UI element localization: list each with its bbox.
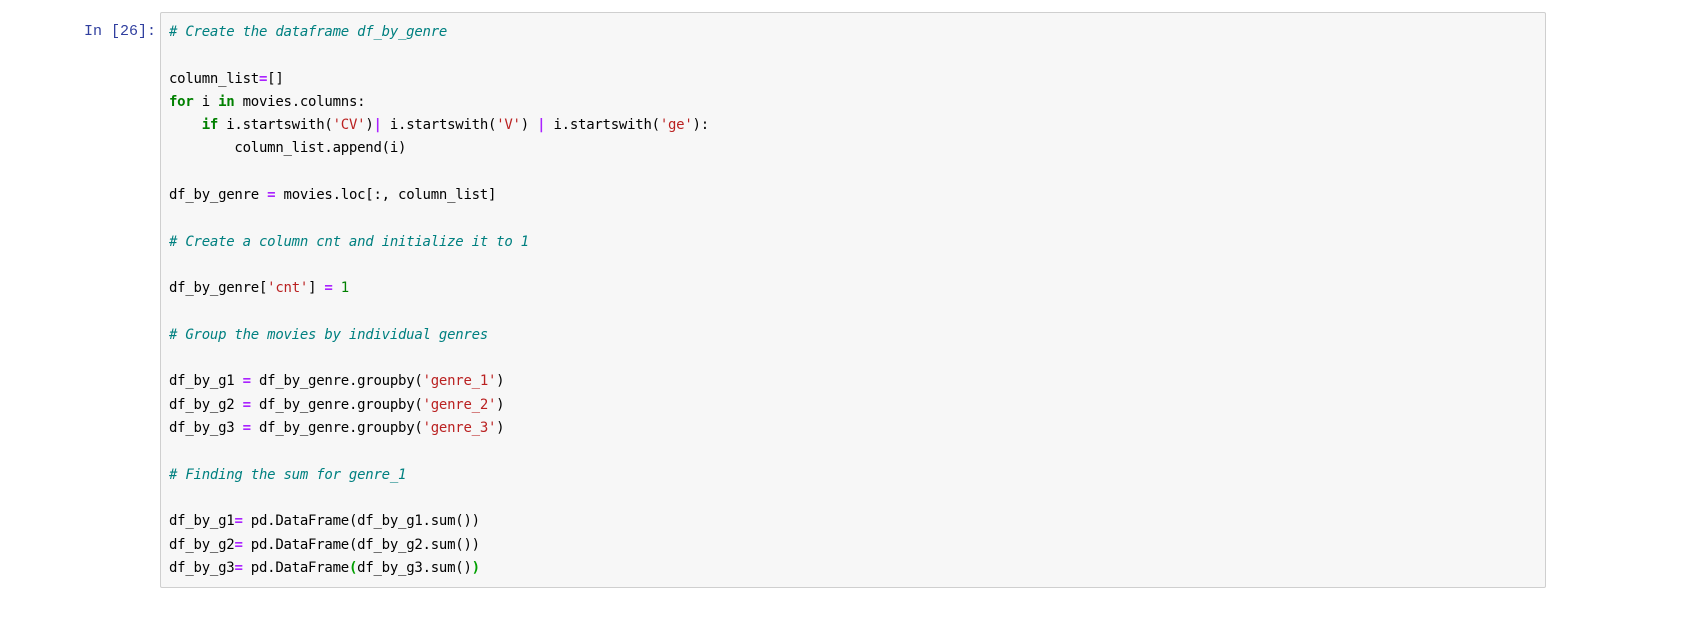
code-line: df_by_g2 = df_by_genre.groupby('genre_2'… — [169, 394, 709, 417]
code-string: 'CV' — [332, 117, 366, 134]
code-string: 'V' — [496, 117, 521, 134]
code-operator: = — [242, 396, 251, 413]
code-operator: = — [234, 559, 243, 576]
code-string: 'genre_1' — [422, 373, 497, 390]
code-string: 'cnt' — [267, 280, 309, 297]
code-text: ] — [308, 280, 325, 297]
code-text: ) — [496, 396, 505, 413]
input-prompt: In [26]: — [83, 23, 156, 40]
code-keyword: for — [169, 93, 194, 110]
code-operator: = — [234, 513, 243, 530]
code-text: [] — [267, 70, 284, 87]
code-text: df_by_g3 — [169, 420, 243, 437]
code-line: df_by_g2= pd.DataFrame(df_by_g2.sum()) — [169, 534, 709, 557]
code-text: df_by_g3.sum() — [357, 559, 472, 576]
code-line: # Create the dataframe df_by_genre — [169, 21, 709, 44]
code-text: ) — [520, 117, 538, 134]
code-line: for i in movies.columns: — [169, 91, 709, 114]
code-operator: = — [267, 187, 276, 204]
code-line — [169, 301, 709, 324]
code-number: 1 — [340, 280, 349, 297]
code-editor[interactable]: # Create the dataframe df_by_genre colum… — [169, 21, 709, 580]
code-line: # Create a column cnt and initialize it … — [169, 231, 709, 254]
code-line: df_by_genre = movies.loc[:, column_list] — [169, 184, 709, 207]
code-text: i.startswith( — [381, 117, 497, 134]
code-text — [333, 280, 341, 296]
code-comment: # Finding the sum for genre_1 — [169, 466, 407, 483]
code-text: pd.DataFrame — [242, 559, 349, 576]
code-text: ) — [496, 373, 505, 390]
code-line: column_list=[] — [169, 68, 709, 91]
code-line: df_by_g3 = df_by_genre.groupby('genre_3'… — [169, 417, 709, 440]
code-operator: | — [537, 117, 546, 134]
code-cell[interactable]: # Create the dataframe df_by_genre colum… — [160, 12, 1546, 588]
code-line: df_by_genre['cnt'] = 1 — [169, 277, 709, 300]
code-keyword: if — [201, 117, 219, 134]
code-line — [169, 207, 709, 230]
code-operator: | — [373, 117, 382, 134]
code-comment: # Create a column cnt and initialize it … — [169, 233, 529, 250]
code-line — [169, 487, 709, 510]
code-line: # Group the movies by individual genres — [169, 324, 709, 347]
code-comment: # Create the dataframe df_by_genre — [169, 24, 448, 40]
code-operator: = — [258, 70, 268, 87]
code-line — [169, 254, 709, 277]
matched-bracket: ) — [471, 559, 480, 576]
code-text: i.startswith( — [218, 117, 333, 134]
code-text: df_by_genre.groupby( — [250, 420, 423, 437]
code-line: df_by_g1 = df_by_genre.groupby('genre_1'… — [169, 370, 709, 393]
code-line — [169, 161, 709, 184]
code-string: 'genre_2' — [422, 396, 497, 413]
code-string: 'ge' — [659, 117, 693, 134]
code-comment: # Group the movies by individual genres — [169, 326, 488, 343]
code-text: column_list.append(i) — [169, 140, 407, 157]
code-text: i.startswith( — [545, 117, 660, 134]
code-line: column_list.append(i) — [169, 137, 709, 160]
code-text: movies.loc[:, column_list] — [275, 187, 497, 204]
matched-bracket: ( — [348, 559, 358, 576]
code-text: column_list — [169, 70, 259, 87]
code-text: df_by_genre[ — [169, 280, 268, 297]
code-text: ) — [365, 117, 374, 134]
code-text: df_by_g1 — [169, 513, 235, 530]
code-text: pd.DataFrame(df_by_g2.sum()) — [242, 536, 480, 553]
code-line: # Finding the sum for genre_1 — [169, 464, 709, 487]
code-string: 'genre_3' — [422, 420, 497, 437]
code-text: df_by_genre.groupby( — [250, 373, 423, 390]
code-operator: = — [242, 373, 251, 390]
code-line: if i.startswith('CV')| i.startswith('V')… — [169, 114, 709, 137]
code-text: df_by_genre.groupby( — [250, 396, 423, 413]
code-line — [169, 440, 709, 463]
code-text: movies.columns: — [234, 93, 366, 110]
code-line — [169, 347, 709, 370]
code-text: ) — [496, 420, 505, 437]
code-text: pd.DataFrame(df_by_g1.sum()) — [242, 513, 480, 530]
code-text: df_by_g3 — [169, 559, 235, 576]
code-line: df_by_g1= pd.DataFrame(df_by_g1.sum()) — [169, 510, 709, 533]
code-line — [169, 44, 709, 67]
code-text: i — [193, 93, 219, 110]
code-text — [169, 117, 202, 133]
code-keyword: in — [218, 93, 235, 110]
code-operator: = — [234, 536, 243, 553]
code-operator: = — [324, 280, 333, 297]
code-text: df_by_g2 — [169, 396, 243, 413]
code-text: df_by_g1 — [169, 373, 243, 390]
code-line: df_by_g3= pd.DataFrame(df_by_g3.sum()) — [169, 557, 709, 580]
code-text: ): — [692, 117, 710, 134]
code-text: df_by_genre — [169, 187, 268, 204]
code-text: df_by_g2 — [169, 536, 235, 553]
code-operator: = — [242, 420, 251, 437]
